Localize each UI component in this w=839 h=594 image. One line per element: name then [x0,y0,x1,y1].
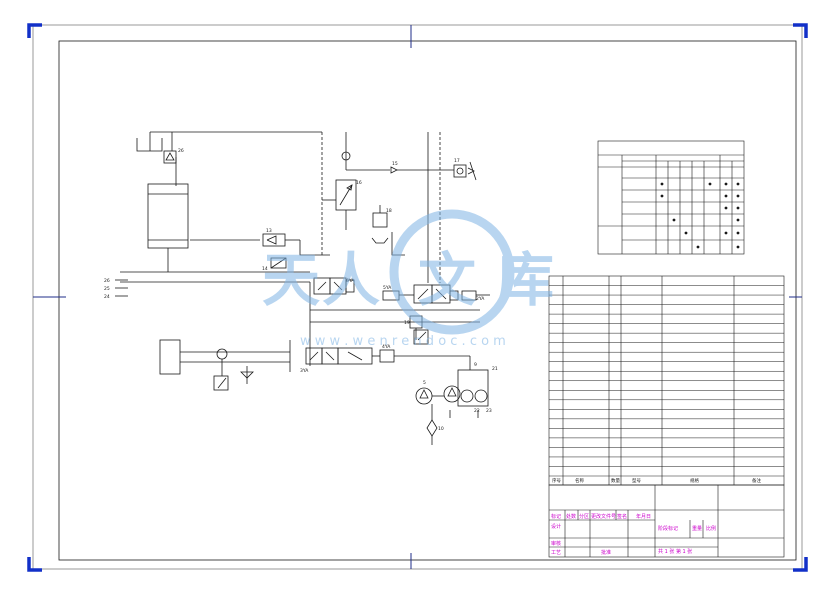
label-side3: 24 [104,294,110,300]
footer-qty: 数量 [611,477,620,484]
watermark-url: w w w . w e n r e n d o c . c o m [300,334,506,349]
watermark-char-4: 库 [496,246,554,314]
schematic-labels: 26 13 14 15 16 17 18 26 25 24 6YA 5YA 2Y… [104,148,498,432]
footer-note: 备注 [752,477,761,484]
footer-spec: 规格 [690,477,699,484]
parts-list-rows [549,285,784,477]
label-n26: 26 [178,148,184,154]
hydraulic-circuit [115,131,490,445]
label-n10: 10 [438,426,444,432]
tb-process: 工艺 [551,550,561,556]
tb-mark: 标记 [551,513,561,520]
label-yv5: 5YA [383,285,392,291]
watermark-ring [389,209,515,335]
footer-name: 名称 [575,477,584,484]
label-n5: 5 [423,380,426,386]
tb-weight: 重量 [692,525,702,532]
corner-brackets [27,23,808,572]
action-table [597,140,745,255]
title-block-text: 标记 处数 分区 更改文件号 签名 年月日 设计 审核 工艺 批准 阶段标记 重… [551,513,716,556]
tb-sheet: 共 1 张 第 1 张 [658,548,692,555]
label-n9: 9 [474,362,477,368]
watermark: 天 人 文 库 w w w . w e n r e n d o c . c o … [262,209,554,349]
label-n21: 21 [492,366,498,372]
tb-review: 审核 [551,540,561,547]
title-block [548,484,785,558]
tb-stage: 阶段标记 [658,525,678,532]
label-n18: 18 [386,208,392,214]
tb-count: 处数 [566,513,576,520]
label-n15: 15 [392,161,398,167]
footer-no: 序号 [552,477,561,484]
tb-change: 更改文件号 [591,513,616,520]
label-n16: 16 [356,180,362,186]
tb-date: 年月日 [636,513,651,520]
center-marks [33,25,802,569]
label-n13: 13 [266,228,272,234]
label-yv4: 4YA [382,344,391,350]
label-yv2: 2YA [476,296,485,302]
label-n23: 23 [486,408,492,414]
label-side2: 25 [104,286,110,292]
watermark-char-1: 天 [262,246,320,314]
watermark-char-2: 人 [322,246,380,314]
label-yv6: 6YA [346,278,355,284]
action-table-dots [660,182,740,249]
label-n19: 19 [404,320,410,326]
tb-approve: 批准 [601,549,611,556]
tb-sign: 签名 [617,513,627,520]
parts-list-footer: 序号 名称 数量 型号 规格 备注 [552,477,761,484]
watermark-char-3: 文 [418,246,476,314]
tb-design: 设计 [551,523,561,530]
label-side1: 26 [104,278,110,284]
parts-list [548,275,785,486]
label-n14: 14 [262,266,268,272]
tb-scale: 比例 [706,525,716,532]
label-n22: 22 [474,408,480,414]
label-n17: 17 [454,158,460,164]
label-yv3: 3YA [300,368,309,374]
tb-zone: 分区 [579,513,589,520]
footer-model: 型号 [632,477,641,484]
